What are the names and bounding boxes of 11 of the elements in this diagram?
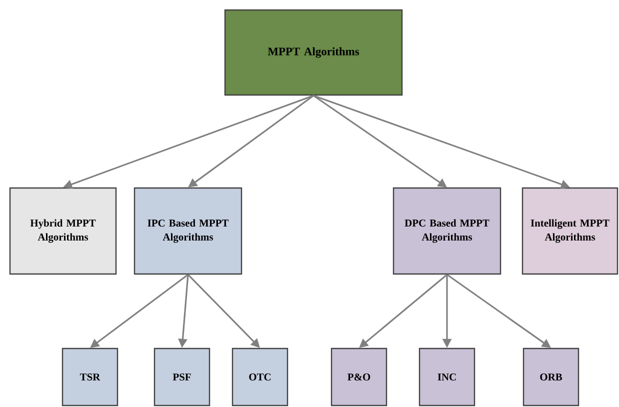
category-box: DPC Based MPPT Algorithms (392, 187, 502, 275)
method-box: PSF (154, 348, 210, 406)
method-box: INC (418, 348, 476, 406)
method-box: TSR (62, 348, 118, 406)
category-box: Intelligent MPPT Algorithms (522, 187, 618, 275)
category-box: IPC Based MPPT Algorithms (134, 187, 242, 275)
category-box: Hybrid MPPT Algorithms (9, 187, 117, 275)
method-box: P&O (330, 348, 388, 406)
root-box: MPPT Algorithms (224, 9, 403, 96)
method-box: OTC (232, 348, 288, 406)
method-box: ORB (522, 348, 580, 406)
